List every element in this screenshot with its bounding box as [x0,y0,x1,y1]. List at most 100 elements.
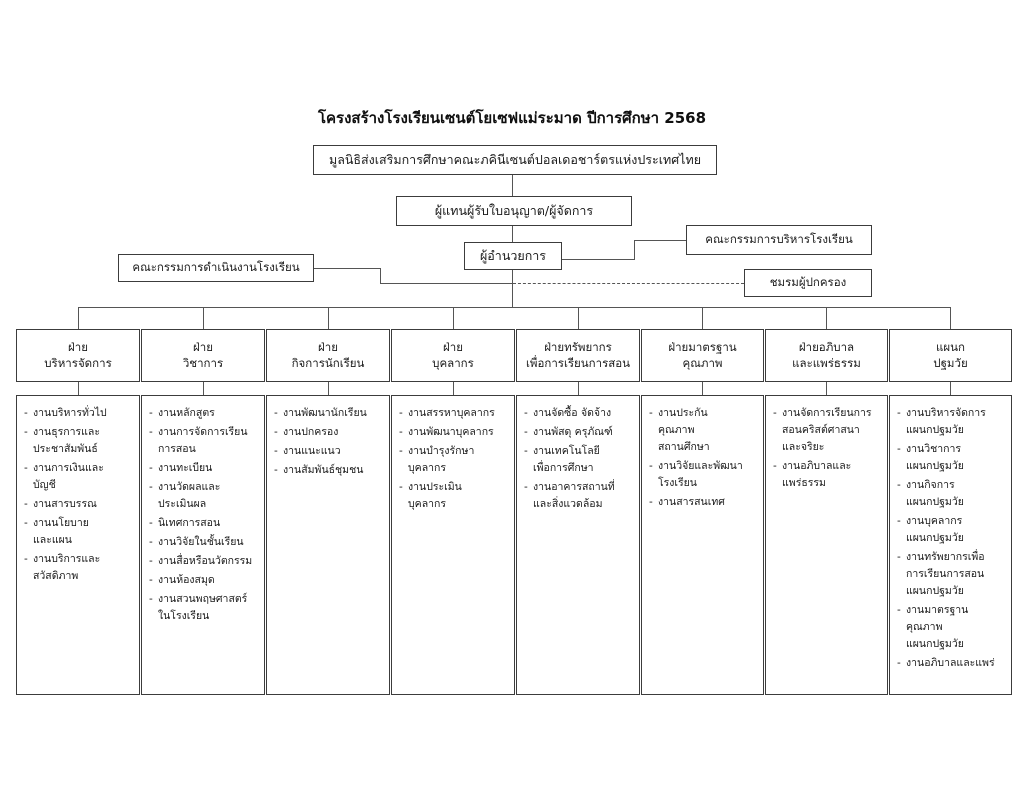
task-item: งานวิจัยและพัฒนา โรงเรียน [649,458,758,492]
department-bus [78,307,950,308]
task-item: งานมาตรฐาน คุณภาพ แผนกปฐมวัย [897,602,1006,653]
node-foundation[interactable]: มูลนิธิส่งเสริมการศึกษาคณะภคินีเซนต์ปอลเ… [313,145,717,175]
task-item: งานวิชาการ แผนกปฐมวัย [897,441,1006,475]
task-item: งานหลักสูตร [149,405,259,422]
task-list-5: งานจัดซื้อ จัดจ้างงานพัสดุ ครุภัณฑ์งานเท… [517,396,639,519]
dept-tasks-3: งานพัฒนานักเรียนงานปกครองงานแนะแนวงานสัม… [266,395,390,695]
task-list-7: งานจัดการเรียนการ สอนคริสต์ศาสนา และจริย… [766,396,887,498]
dept-header-3[interactable]: ฝ่าย กิจการนักเรียน [266,329,390,382]
connector-dept-3-list [328,382,329,395]
task-item: งานทรัพยากรเพื่อ การเรียนการสอน แผนกปฐมว… [897,549,1006,600]
node-license-rep[interactable]: ผู้แทนผู้รับใบอนุญาต/ผู้จัดการ [396,196,632,226]
dept-header-8[interactable]: แผนก ปฐมวัย [889,329,1012,382]
dept-header-8-line2: ปฐมวัย [933,355,968,370]
node-director[interactable]: ผู้อำนวยการ [464,242,562,270]
dept-header-1-line2: บริหารจัดการ [44,355,112,370]
task-item: งานอภิบาลและ แพร่ธรรม [773,458,882,492]
node-parents-club-label: ชมรมผู้ปกครอง [769,275,847,290]
task-item: งานวัดผลและ ประเมินผล [149,479,259,513]
dept-header-7[interactable]: ฝ่ายอภิบาล และแพร่ธรรม [765,329,888,382]
task-item: งานสารสนเทศ [649,494,758,511]
task-item: งานประกัน คุณภาพ สถานศึกษา [649,405,758,456]
task-item: งานอาคารสถานที่ และสิ่งแวดล้อม [524,479,634,513]
task-item: งานสวนพฤษศาสตร์ ในโรงเรียน [149,591,259,625]
drop-line-dept-6 [702,307,703,329]
connector-director-admincommittee-h1 [562,259,634,260]
dept-tasks-6: งานประกัน คุณภาพ สถานศึกษางานวิจัยและพัฒ… [641,395,764,695]
task-item: งานนโยบาย และแผน [24,515,134,549]
task-list-1: งานบริหารทั่วไปงานธุรการและ ประชาสัมพันธ… [17,396,139,591]
dept-header-1[interactable]: ฝ่าย บริหารจัดการ [16,329,140,382]
dept-header-6[interactable]: ฝ่ายมาตรฐาน คุณภาพ [641,329,764,382]
connector-dept-1-list [78,382,79,395]
connector-operations-h2 [380,283,513,284]
task-item: นิเทศการสอน [149,515,259,532]
task-item: งานจัดซื้อ จัดจ้าง [524,405,634,422]
connector-dept-8-list [950,382,951,395]
task-item: งานสัมพันธ์ชุมชน [274,462,384,479]
drop-line-dept-4 [453,307,454,329]
node-admin-committee[interactable]: คณะกรรมการบริหารโรงเรียน [686,225,872,255]
drop-line-dept-7 [826,307,827,329]
task-item: งานการจัดการเรียน การสอน [149,424,259,458]
connector-dept-4-list [453,382,454,395]
connector-director-admincommittee-v [634,240,635,260]
dept-header-4[interactable]: ฝ่าย บุคลากร [391,329,515,382]
page-title: โครงสร้างโรงเรียนเซนต์โยเซฟแม่ระมาด ปีกา… [317,109,707,127]
task-list-4: งานสรรหาบุคลากรงานพัฒนาบุคลากรงานบำรุงรั… [392,396,514,519]
dept-header-4-line1: ฝ่าย [443,339,463,354]
task-item: งานเทคโนโลยี เพื่อการศึกษา [524,443,634,477]
node-operations-committee[interactable]: คณะกรรมการดำเนินงานโรงเรียน [118,254,314,282]
dept-header-5[interactable]: ฝ่ายทรัพยากร เพื่อการเรียนการสอน [516,329,640,382]
drop-line-dept-1 [78,307,79,329]
drop-line-dept-2 [203,307,204,329]
dept-header-2[interactable]: ฝ่าย วิชาการ [141,329,265,382]
dept-header-6-line2: คุณภาพ [682,355,723,370]
connector-dept-6-list [702,382,703,395]
task-item: งานบุคลากร แผนกปฐมวัย [897,513,1006,547]
dept-tasks-5: งานจัดซื้อ จัดจ้างงานพัสดุ ครุภัณฑ์งานเท… [516,395,640,695]
dept-tasks-7: งานจัดการเรียนการ สอนคริสต์ศาสนา และจริย… [765,395,888,695]
connector-licenserep-director [512,226,513,242]
dept-tasks-1: งานบริหารทั่วไปงานธุรการและ ประชาสัมพันธ… [16,395,140,695]
task-list-6: งานประกัน คุณภาพ สถานศึกษางานวิจัยและพัฒ… [642,396,763,517]
connector-operations-v [380,268,381,283]
task-item: งานทะเบียน [149,460,259,477]
connector-dept-5-list [578,382,579,395]
dept-tasks-2: งานหลักสูตรงานการจัดการเรียน การสอนงานทะ… [141,395,265,695]
task-item: งานจัดการเรียนการ สอนคริสต์ศาสนา และจริย… [773,405,882,456]
task-item: งานการเงินและ บัญชี [24,460,134,494]
dept-header-1-line1: ฝ่าย [68,339,88,354]
connector-parents-club-dashed [513,283,744,284]
dept-header-5-line2: เพื่อการเรียนการสอน [525,355,631,370]
node-director-label: ผู้อำนวยการ [479,247,547,263]
dept-header-8-line1: แผนก [936,339,965,354]
connector-dept-2-list [203,382,204,395]
dept-tasks-8: งานบริหารจัดการ แผนกปฐมวัยงานวิชาการ แผน… [889,395,1012,695]
task-item: งานปกครอง [274,424,384,441]
dept-tasks-4: งานสรรหาบุคลากรงานพัฒนาบุคลากรงานบำรุงรั… [391,395,515,695]
node-operations-committee-label: คณะกรรมการดำเนินงานโรงเรียน [132,260,300,275]
drop-line-dept-8 [950,307,951,329]
dept-header-3-line1: ฝ่าย [318,339,338,354]
task-item: งานบริหารทั่วไป [24,405,134,422]
connector-director-trunk [512,270,513,307]
task-list-3: งานพัฒนานักเรียนงานปกครองงานแนะแนวงานสัม… [267,396,389,485]
task-list-2: งานหลักสูตรงานการจัดการเรียน การสอนงานทะ… [142,396,264,631]
task-item: งานสื่อหรือนวัตกรรม [149,553,259,570]
connector-director-admincommittee-h2 [634,240,686,241]
drop-line-dept-5 [578,307,579,329]
task-item: งานพัฒนาบุคลากร [399,424,509,441]
drop-line-dept-3 [328,307,329,329]
task-item: งานธุรการและ ประชาสัมพันธ์ [24,424,134,458]
dept-header-4-line2: บุคลากร [432,355,474,370]
connector-foundation-licenserep [512,175,513,196]
connector-operations-h1 [314,268,380,269]
task-item: งานกิจการ แผนกปฐมวัย [897,477,1006,511]
task-list-8: งานบริหารจัดการ แผนกปฐมวัยงานวิชาการ แผน… [890,396,1011,678]
task-item: งานพัสดุ ครุภัณฑ์ [524,424,634,441]
task-item: งานวิจัยในชั้นเรียน [149,534,259,551]
node-parents-club[interactable]: ชมรมผู้ปกครอง [744,269,872,297]
task-item: งานห้องสมุด [149,572,259,589]
